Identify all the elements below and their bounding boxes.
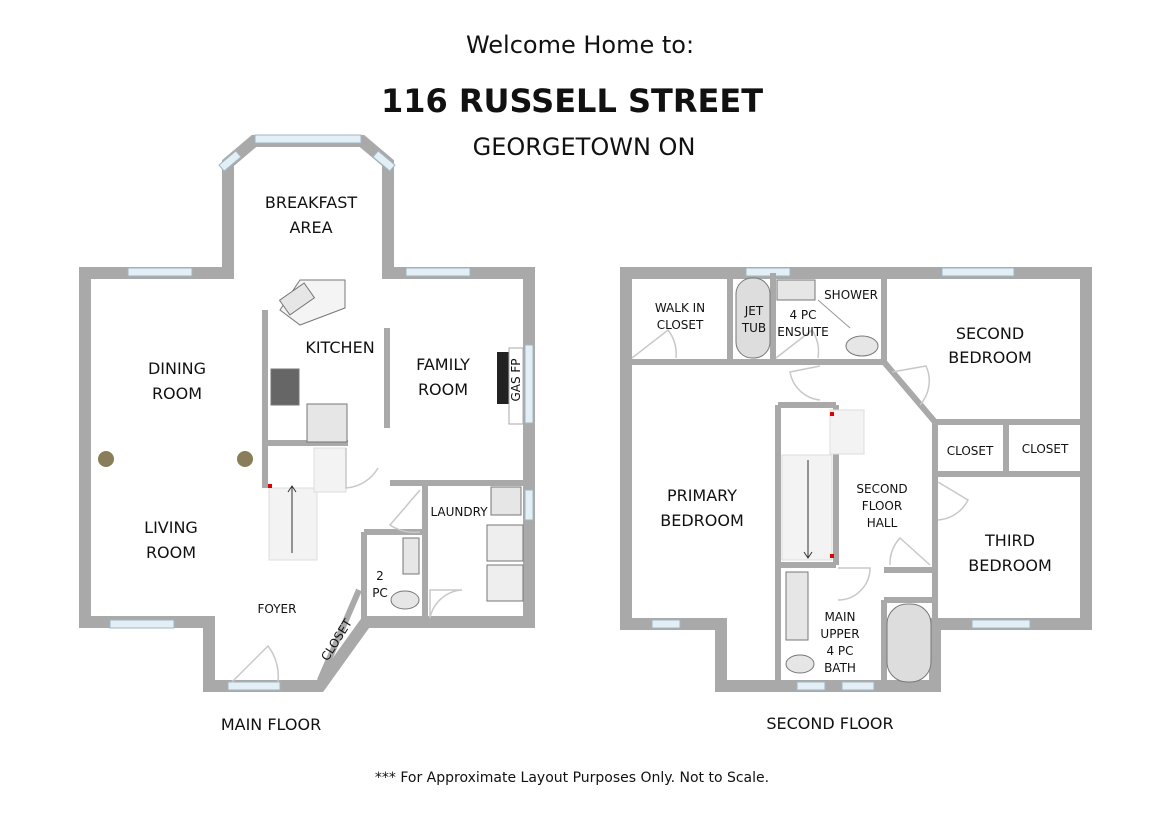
toilet-icon <box>845 335 879 357</box>
window <box>745 267 791 277</box>
stairs <box>781 454 833 561</box>
interior-wall <box>317 588 362 682</box>
room-label-family: FAMILY <box>416 355 470 374</box>
room-label-ensuite: ENSUITE <box>777 325 828 339</box>
room-label-breakfast: BREAKFAST <box>265 193 357 212</box>
bathtub-icon <box>785 571 809 641</box>
room-label-breakfast: AREA <box>289 218 332 237</box>
city-text: GEORGETOWN ON <box>473 133 696 161</box>
window <box>841 681 875 691</box>
dryer-icon <box>486 564 524 602</box>
room-label-living: LIVING <box>144 518 198 537</box>
room-label-primary-bedroom: BEDROOM <box>660 511 744 530</box>
room-label-2pc: PC <box>372 586 388 600</box>
window <box>524 344 534 424</box>
column-icon <box>237 451 253 467</box>
column-icon <box>98 451 114 467</box>
second-floor-plan: WALK IN CLOSET JET TUB 4 PC ENSUITE SHOW… <box>620 267 1092 692</box>
room-label-family: ROOM <box>418 380 468 399</box>
interior-wall <box>881 360 1086 425</box>
door <box>388 489 421 534</box>
window <box>227 681 281 691</box>
door <box>891 365 930 406</box>
window <box>218 150 242 172</box>
room-label-hall: FLOOR <box>862 499 902 513</box>
door <box>837 567 871 601</box>
second-floor-title: SECOND FLOOR <box>766 714 893 733</box>
room-label-foyer: FOYER <box>258 602 297 616</box>
door <box>889 536 931 566</box>
window <box>651 619 681 629</box>
room-label-second-bedroom: SECOND <box>956 324 1024 343</box>
welcome-text: Welcome Home to: <box>466 31 694 59</box>
toilet-icon <box>785 654 815 674</box>
room-label-dining: DINING <box>148 359 206 378</box>
room-label-living: ROOM <box>146 543 196 562</box>
window <box>254 134 362 144</box>
room-label-laundry: LAUNDRY <box>430 505 488 519</box>
front-door <box>231 644 280 683</box>
room-label-main-bath: MAIN <box>824 610 855 624</box>
room-label-hall: HALL <box>867 516 898 530</box>
stairs <box>268 487 318 561</box>
room-label-dining: ROOM <box>152 384 202 403</box>
door <box>429 589 463 619</box>
room-label-hall: SECOND <box>856 482 907 496</box>
main-floor-plan: BREAKFAST AREA KITCHEN FAMILY ROOM GAS F… <box>79 134 535 692</box>
room-label-shower: SHOWER <box>824 288 878 302</box>
room-label-2pc: 2 <box>376 569 384 583</box>
room-label-jet-tub: JET <box>744 304 764 318</box>
window <box>372 150 396 172</box>
room-label-ensuite: 4 PC <box>789 308 816 322</box>
soaker-tub-icon <box>886 603 932 683</box>
room-label-third-bedroom: THIRD <box>984 531 1035 550</box>
sink-icon <box>278 282 316 316</box>
window <box>127 267 193 277</box>
fireplace-icon <box>497 352 509 404</box>
room-label-kitchen: KITCHEN <box>305 338 374 357</box>
second-floor-labels: WALK IN CLOSET JET TUB 4 PC ENSUITE SHOW… <box>655 288 1069 675</box>
room-label-second-bedroom: BEDROOM <box>948 348 1032 367</box>
room-label-main-bath: BATH <box>824 661 856 675</box>
vanity-icon <box>402 537 420 575</box>
room-label-main-bath: UPPER <box>820 627 859 641</box>
washer-icon <box>486 524 524 562</box>
window <box>109 619 175 629</box>
address-title: 116 RUSSELL STREET <box>381 82 763 120</box>
room-label-closet: CLOSET <box>1022 442 1069 456</box>
main-floor-title: MAIN FLOOR <box>221 715 321 734</box>
door <box>789 365 821 401</box>
fireplace-label: GAS FP <box>509 358 523 401</box>
room-label-jet-tub: TUB <box>741 321 766 335</box>
door <box>631 328 677 359</box>
door <box>775 328 820 359</box>
room-label-primary-bedroom: PRIMARY <box>667 486 737 505</box>
fridge-icon <box>306 403 348 443</box>
stove-icon <box>270 368 300 406</box>
toilet-icon <box>390 590 420 610</box>
door <box>345 448 379 489</box>
stairs <box>829 409 865 455</box>
jet-tub-icon <box>735 277 771 359</box>
window <box>524 489 534 521</box>
room-label-main-bath: 4 PC <box>826 644 853 658</box>
window <box>405 267 471 277</box>
laundry-sink-icon <box>490 486 522 516</box>
window <box>971 619 1031 629</box>
window <box>941 267 1015 277</box>
room-label-walk-in-closet: WALK IN <box>655 301 705 315</box>
room-label-walk-in-closet: CLOSET <box>657 318 704 332</box>
room-label-closet: CLOSET <box>947 444 994 458</box>
stairs <box>313 447 347 493</box>
room-label-third-bedroom: BEDROOM <box>968 556 1052 575</box>
window <box>796 681 826 691</box>
sink-icon <box>776 279 816 301</box>
fireplace-hearth <box>508 347 524 425</box>
door <box>937 481 969 521</box>
shower-divider <box>817 299 851 329</box>
disclaimer-text: *** For Approximate Layout Purposes Only… <box>375 770 769 786</box>
